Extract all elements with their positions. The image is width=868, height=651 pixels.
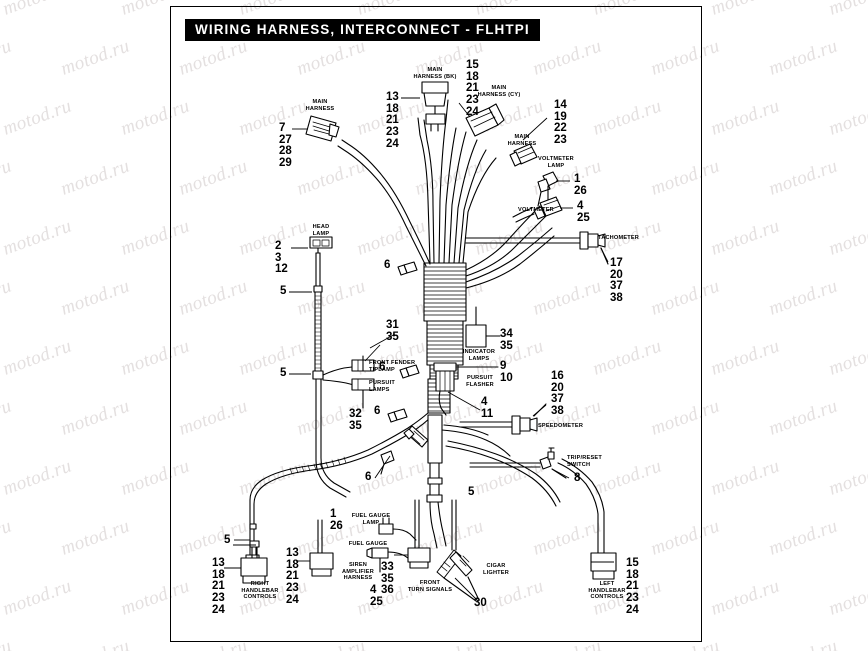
label-main-harness-left: MAIN HARNESS bbox=[305, 99, 335, 112]
numbers-fuel-gauge-lamp: 1 26 bbox=[330, 508, 343, 532]
numbers-speedometer: 16 20 37 38 bbox=[551, 370, 564, 418]
diagram-frame bbox=[170, 6, 702, 642]
label-left-handlebar-controls: LEFT HANDLEBAR CONTROLS bbox=[588, 581, 626, 601]
indicator-lamps-assembly bbox=[465, 306, 501, 348]
label-main-harness-right: MAIN HARNESS bbox=[507, 134, 537, 147]
clamp-markers bbox=[312, 370, 443, 485]
callout-conn-a: 6 bbox=[384, 259, 391, 271]
label-trip-reset-switch: TRIP/RESET SWITCH bbox=[567, 455, 602, 468]
left-harness-branch bbox=[337, 139, 431, 267]
fuel-gauge-assembly bbox=[366, 517, 417, 573]
numbers-right-handlebar-controls: 13 18 21 23 24 bbox=[212, 557, 225, 616]
label-fuel-gauge: FUEL GAUGE bbox=[348, 541, 388, 547]
connector-6-left bbox=[399, 364, 420, 379]
fender-pursuit-lamps bbox=[322, 355, 375, 409]
page-title: WIRING HARNESS, INTERCONNECT - FLHTPI bbox=[185, 19, 540, 41]
numbers-voltmeter-lamp: 1 26 bbox=[574, 173, 587, 197]
callout-conn-b: 6 bbox=[379, 361, 386, 373]
label-cigar-lighter: CIGAR LIGHTER bbox=[483, 563, 509, 576]
numbers-front-fender-tiplamp: 31 35 bbox=[386, 319, 399, 343]
label-right-handlebar-controls: RIGHT HANDLEBAR CONTROLS bbox=[241, 581, 279, 601]
numbers-tachometer: 17 20 37 38 bbox=[610, 257, 623, 305]
callout-clamp-c: 5 bbox=[224, 534, 231, 546]
connector-main-harness-cy bbox=[465, 103, 505, 137]
connector-main-harness-bk bbox=[421, 81, 449, 132]
callout-clamp-d: 5 bbox=[468, 486, 475, 498]
upper-branch-fan bbox=[417, 99, 547, 277]
label-front-turn-signals: FRONT TURN SIGNALS bbox=[407, 580, 453, 593]
numbers-pursuit-lamps: 32 35 bbox=[349, 408, 362, 432]
callout-conn-d: 6 bbox=[365, 471, 372, 483]
callout-conn-c: 6 bbox=[374, 405, 381, 417]
label-indicator-lamps: INDICATOR LAMPS bbox=[462, 349, 496, 362]
label-tachometer: TACHOMETER bbox=[598, 235, 640, 241]
label-siren-amplifier-harness: SIREN AMPLIFIER HARNESS bbox=[342, 562, 374, 582]
numbers-siren-amplifier-harness: 13 18 21 23 24 bbox=[286, 547, 299, 606]
callout-clamp-b: 5 bbox=[280, 367, 287, 379]
mid-right-sweep bbox=[445, 440, 561, 507]
pursuit-flasher-assembly bbox=[433, 362, 499, 416]
label-fuel-gauge-lamp: FUEL GAUGE LAMP bbox=[351, 513, 391, 526]
label-head-lamp: HEAD LAMP bbox=[312, 224, 330, 237]
label-voltmeter: VOLTMETER bbox=[518, 207, 554, 213]
tachometer-assembly bbox=[465, 231, 609, 265]
numbers-trip-reset-switch: 8 bbox=[574, 472, 581, 484]
front-turn-signals-assembly bbox=[407, 499, 431, 569]
cigar-lighter-assembly bbox=[436, 499, 479, 602]
numbers-main-harness-right: 14 19 22 23 bbox=[554, 99, 567, 147]
label-front-fender-tiplamp: FRONT FENDER TIPLAMP bbox=[369, 360, 416, 373]
numbers-pursuit-flasher-a: 9 10 bbox=[500, 360, 513, 384]
numbers-fuel-gauge: 4 25 bbox=[370, 584, 383, 608]
connector-6-upper bbox=[397, 261, 418, 276]
label-main-harness-cy: MAIN HARNESS (CY) bbox=[477, 85, 521, 98]
voltmeter-branch bbox=[465, 171, 563, 289]
connector-main-harness-left bbox=[305, 115, 340, 142]
numbers-head-lamp: 2 3 12 bbox=[275, 240, 288, 276]
numbers-voltmeter: 4 25 bbox=[577, 200, 590, 224]
numbers-left-handlebar-controls: 15 18 21 23 24 bbox=[626, 557, 639, 616]
center-diagonal-connector bbox=[403, 425, 429, 448]
leader-lines bbox=[224, 97, 614, 602]
numbers-front-turn-signals: 33 35 36 bbox=[381, 561, 394, 597]
label-main-harness-bk: MAIN HARNESS (BK) bbox=[413, 67, 457, 80]
connector-main-harness-right bbox=[509, 143, 538, 167]
label-pursuit-lamps: PURSUIT LAMPS bbox=[369, 380, 395, 393]
label-speedometer: SPEEDOMETER bbox=[538, 423, 584, 429]
numbers-pursuit-flasher-b: 4 11 bbox=[481, 396, 494, 420]
head-lamp-assembly bbox=[309, 236, 351, 498]
numbers-main-harness-bk: 13 18 21 23 24 bbox=[386, 91, 399, 150]
center-vertical-drop bbox=[426, 414, 447, 549]
numbers-main-harness-cy: 15 18 21 23 24 bbox=[466, 59, 479, 118]
connector-6-mid bbox=[387, 408, 408, 423]
lower-center-right-branch bbox=[441, 424, 511, 457]
numbers-main-harness-left: 7 27 28 29 bbox=[279, 122, 292, 170]
numbers-indicator-lamps: 34 35 bbox=[500, 328, 513, 352]
numbers-cigar-lighter: 30 bbox=[474, 597, 487, 609]
callout-clamp-a: 5 bbox=[280, 285, 287, 297]
right-handlebar-box-shape bbox=[240, 540, 268, 584]
label-voltmeter-lamp: VOLTMETER LAMP bbox=[538, 156, 574, 169]
label-pursuit-flasher: PURSUIT FLASHER bbox=[466, 375, 494, 388]
